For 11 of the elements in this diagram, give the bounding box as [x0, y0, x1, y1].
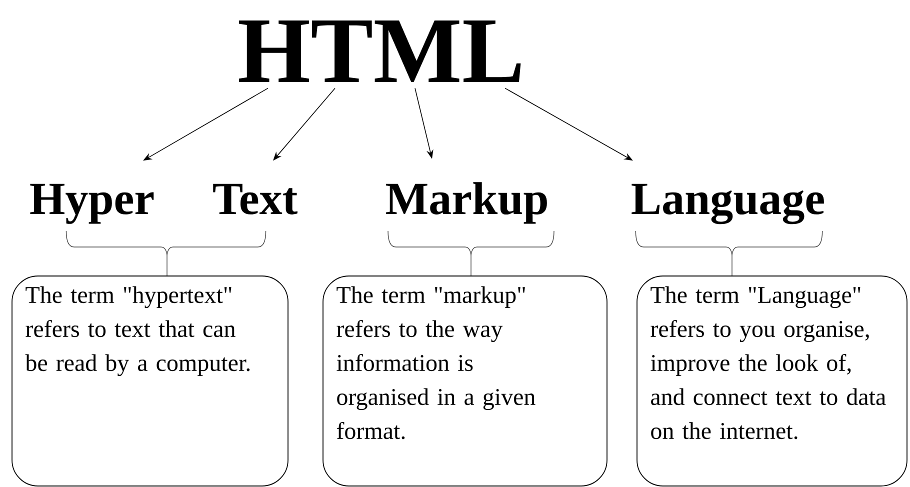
term-word: Markup [386, 182, 547, 224]
term-word: Language [632, 184, 824, 224]
brace [388, 230, 554, 276]
brace [66, 230, 266, 276]
brace [635, 230, 823, 276]
text-box: The term "hypertext" refers to text that can be read by a computer. [12, 276, 288, 486]
text-box: The term "markup" refers to the way information is organised in a given format. [322, 276, 608, 486]
title: HTML [239, 20, 521, 82]
text-box: The term "Language" refers to you organise, improve the look of, and connect text to data on the internet. [636, 276, 908, 486]
term-word: Hyper [30, 184, 154, 224]
term-word: Text [213, 184, 298, 214]
